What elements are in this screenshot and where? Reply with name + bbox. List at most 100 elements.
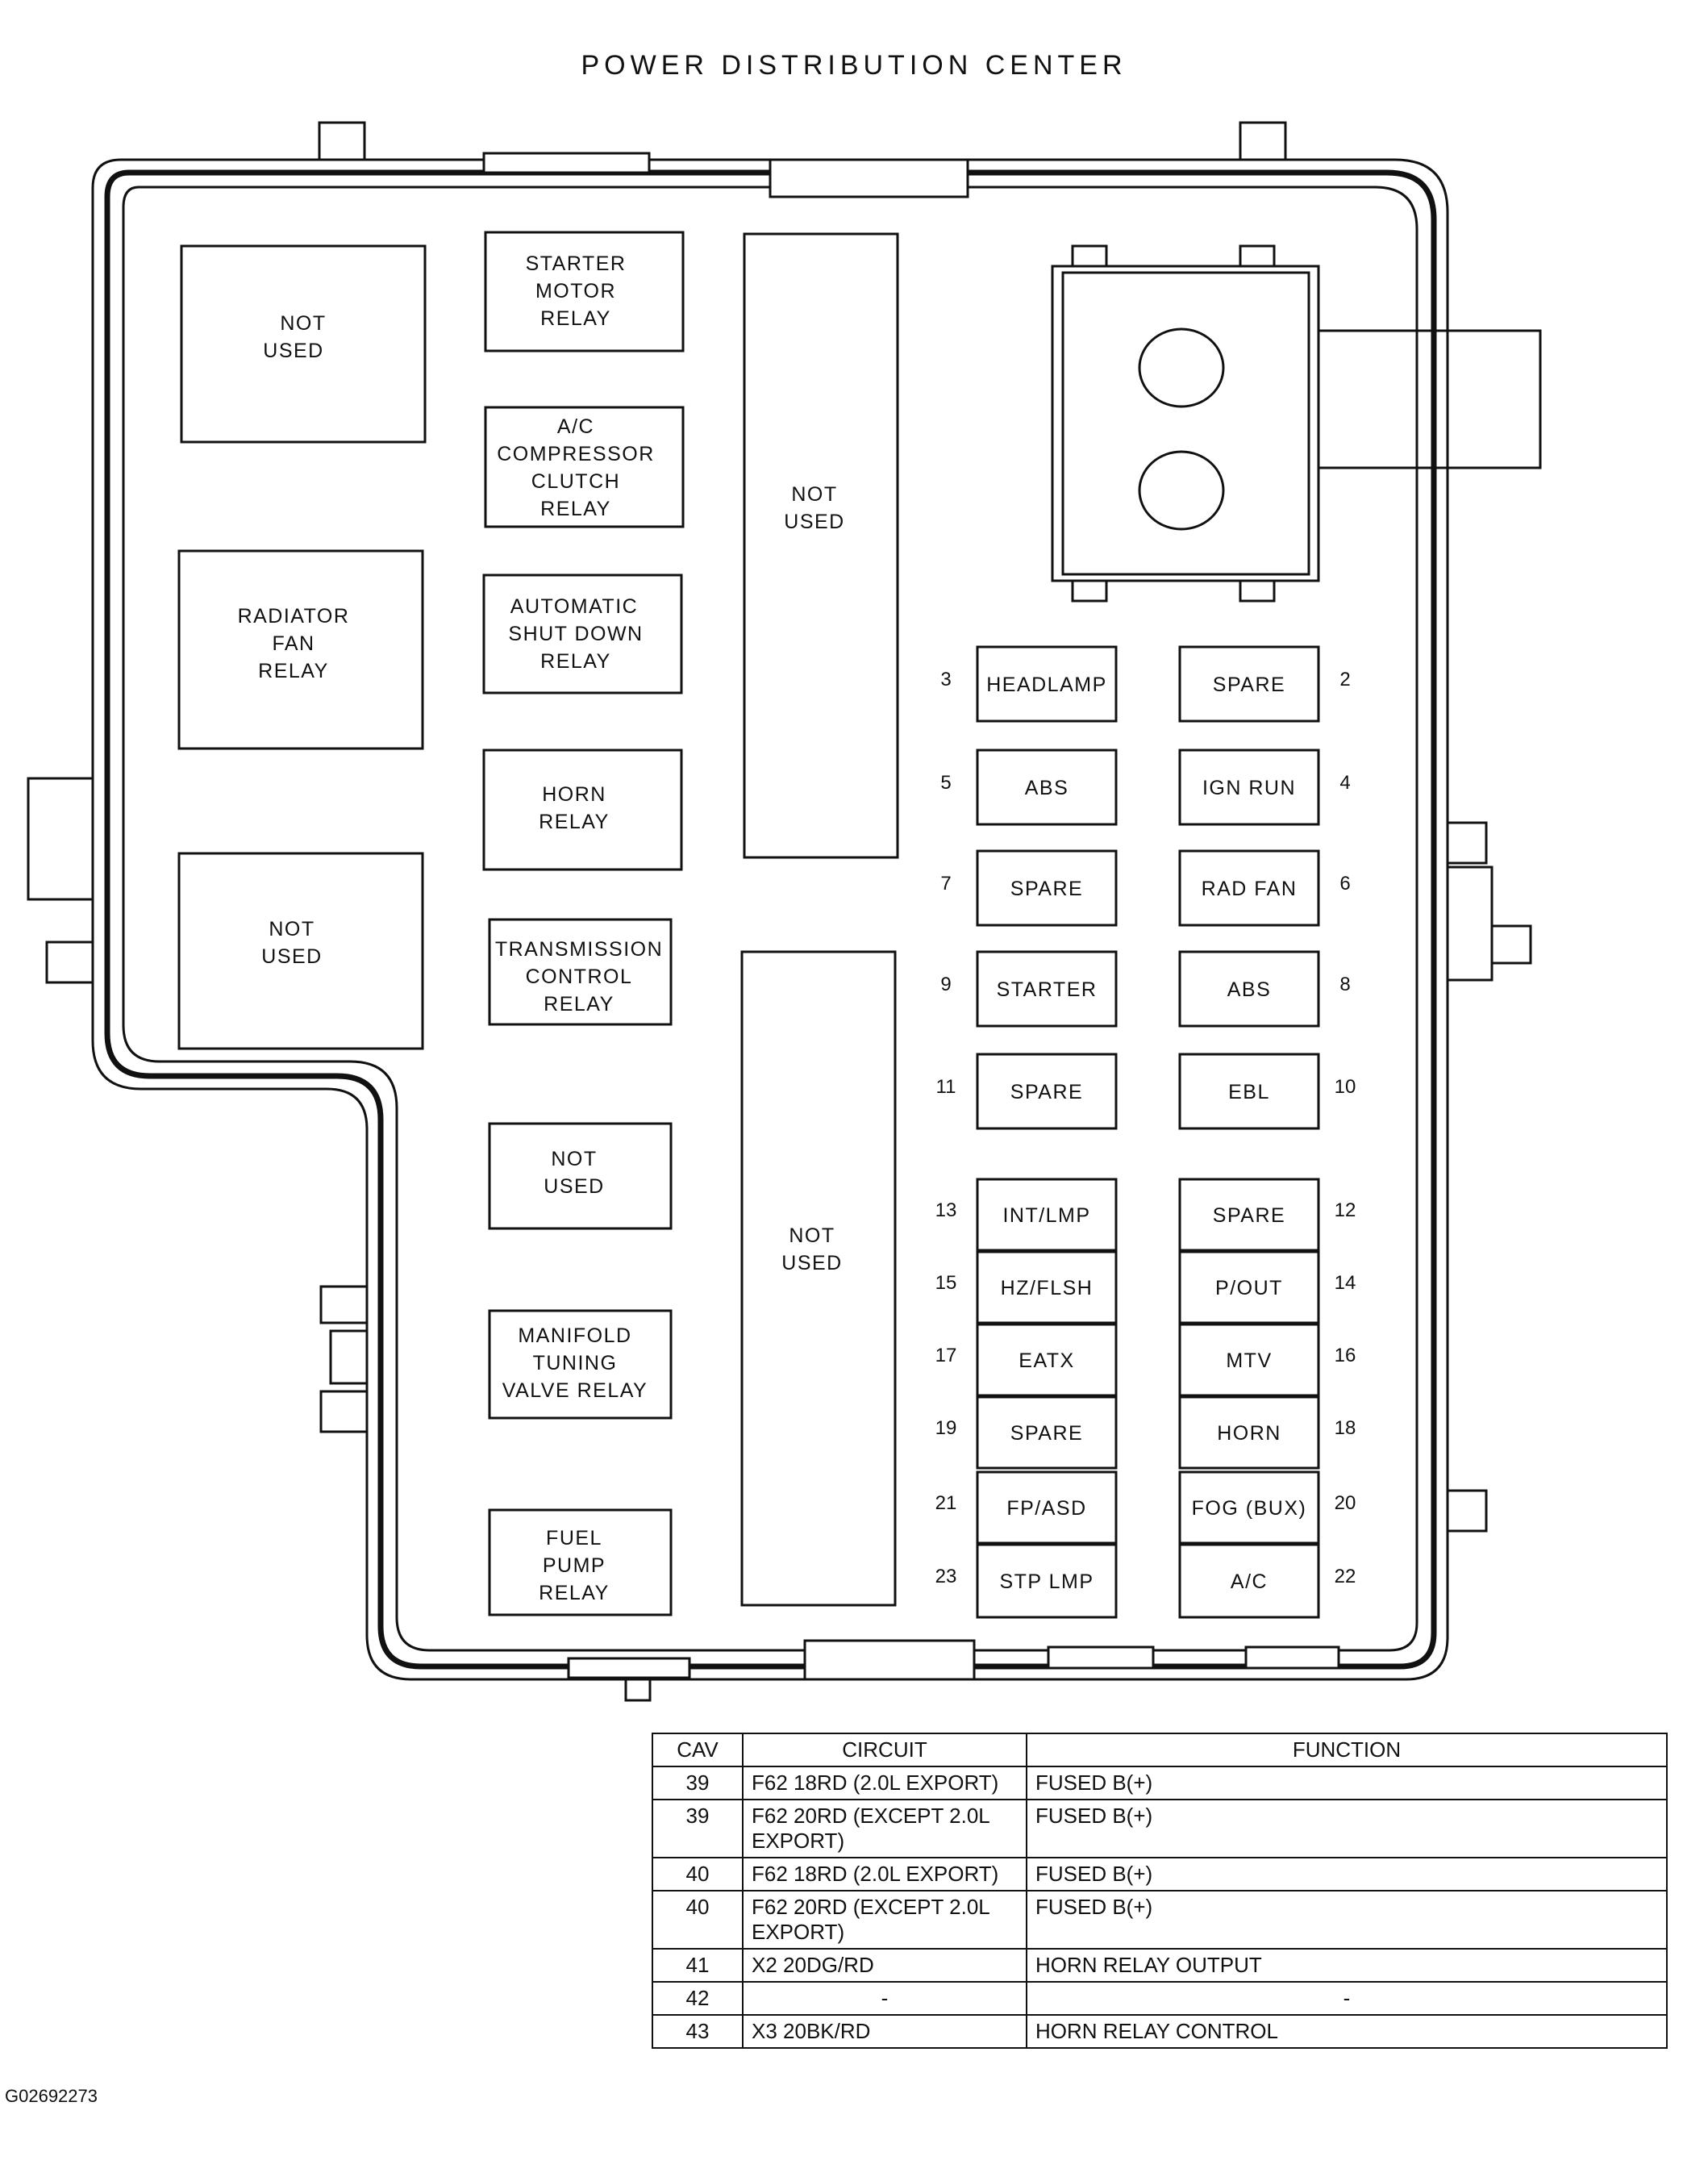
fuse-box-left [976,1178,1118,1252]
fuse-box-right [1178,1543,1320,1619]
fuse-box-left [976,1395,1118,1470]
fuse-label: IGN RUN [1202,777,1296,799]
fuse-number: 11 [936,1076,956,1098]
table-row: 39 F62 18RD (2.0L EXPORT) FUSED B(+) [652,1766,1668,1800]
terminal-block-inner [1061,271,1310,576]
housing-tab [329,1329,369,1385]
function-cell: - [1026,1981,1668,2016]
housing-outline-outer [91,158,1449,1681]
relay-left-bottom [177,852,424,1050]
fuse-number: 16 [1335,1345,1356,1366]
fuse-box-right [1178,950,1320,1028]
relay-fuel-pump [488,1508,673,1616]
circuit-cell: X2 20DG/RD [742,1948,1027,1983]
fuse-number: 2 [1339,669,1350,690]
function-cell: FUSED B(+) [1026,1766,1668,1800]
fuse-box-left [976,1053,1118,1130]
fuse-box-left [976,749,1118,826]
relay-transmission-control [488,918,673,1026]
fuse-box-right [1178,849,1320,927]
housing-tab [482,152,651,174]
fuse-number: 4 [1339,772,1350,794]
fuse-box-right [1178,1178,1320,1252]
housing-tab [1446,1489,1488,1533]
housing-outline-inner [122,186,1418,1652]
fuse-box-left [976,1470,1118,1545]
housing-tab [318,121,366,161]
circuit-cell: F62 18RD (2.0L EXPORT) [742,1857,1027,1891]
cav-cell: 40 [652,1890,744,1950]
fuse-number: 13 [935,1199,957,1221]
terminal-block-clip [1239,244,1276,268]
fuse-number: 8 [1339,974,1350,995]
fuse-label: SPARE [1010,878,1083,900]
fuse-label: ABS [1227,978,1272,1001]
fuse-number: 3 [940,669,951,690]
relay-left-top [180,244,427,444]
function-cell: HORN RELAY OUTPUT [1026,1948,1668,1983]
table-header-function: FUNCTION [1026,1733,1668,1767]
fuse-box-left [976,1543,1118,1619]
cav-cell: 42 [652,1981,744,2016]
housing-tab [803,1639,976,1681]
fuse-number: 9 [940,974,951,995]
function-cell: FUSED B(+) [1026,1890,1668,1950]
circuit-cell: - [742,1981,1027,2016]
fuse-label: ABS [1025,777,1069,799]
fuse-label: STP LMP [999,1570,1094,1593]
circuit-cell: F62 20RD (EXCEPT 2.0L EXPORT) [742,1890,1027,1950]
fuse-label: FP/ASD [1006,1497,1086,1520]
fuse-column-left: HEADLAMP3ABS5SPARE7STARTER9SPARE11INT/LM… [935,645,1118,1619]
table-header-circuit: CIRCUIT [742,1733,1027,1767]
housing-tab [27,777,94,901]
cavity-table: CAV CIRCUIT FUNCTION 39 F62 18RD (2.0L E… [652,1733,1668,2049]
fuse-box-left [976,1323,1118,1397]
fuse-label: HORN [1217,1422,1281,1445]
relay-horn [482,749,683,871]
housing-tab [1239,121,1287,161]
table-row: 39 F62 20RD (EXCEPT 2.0L EXPORT) FUSED B… [652,1799,1668,1858]
slot-center-bottom [740,950,897,1607]
fuse-number: 10 [1335,1076,1356,1098]
fuse-box-left [976,645,1118,723]
relay-radiator-fan [177,549,424,750]
relay-auto-shutdown [482,573,683,694]
fuse-label: SPARE [1010,1081,1083,1103]
fuse-box-right [1178,1395,1320,1470]
cav-cell: 40 [652,1857,744,1891]
cav-cell: 39 [652,1766,744,1800]
figure-id: G02692273 [5,2086,98,2106]
fuse-number: 14 [1335,1272,1356,1294]
housing-tab [1446,821,1488,865]
terminal-block-clip [1239,579,1276,603]
fuse-label: STARTER [997,978,1098,1001]
function-cell: FUSED B(+) [1026,1799,1668,1858]
function-cell: HORN RELAY CONTROL [1026,2014,1668,2049]
table-header-cav: CAV [652,1733,744,1767]
fuse-number: 21 [935,1492,957,1514]
housing-tab [769,158,969,198]
fuse-number: 23 [935,1566,957,1587]
slot-center-top [743,232,899,859]
fuse-number: 17 [935,1345,957,1366]
terminal-stud [1138,327,1225,408]
circuit-cell: X3 20BK/RD [742,2014,1027,2049]
fuse-label: INT/LMP [1002,1204,1090,1227]
fuse-label: HZ/FLSH [1001,1277,1094,1299]
table-row: 43 X3 20BK/RD HORN RELAY CONTROL [652,2014,1668,2049]
cav-cell: 41 [652,1948,744,1983]
circuit-cell: F62 18RD (2.0L EXPORT) [742,1766,1027,1800]
fuse-number: 19 [935,1417,957,1439]
fuse-label: SPARE [1213,674,1285,696]
fuse-label: SPARE [1213,1204,1285,1227]
relay-starter-motor [484,231,685,352]
table-row: 40 F62 18RD (2.0L EXPORT) FUSED B(+) [652,1857,1668,1891]
fuse-number: 18 [1335,1417,1356,1439]
